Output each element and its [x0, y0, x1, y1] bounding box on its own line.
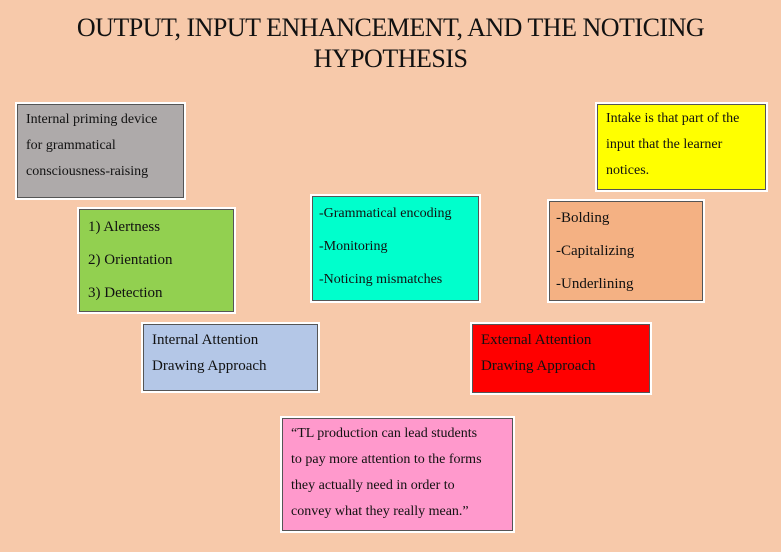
box-line: to pay more attention to the forms	[291, 452, 482, 467]
box-line: -Monitoring	[319, 239, 388, 254]
box-line: notices.	[606, 163, 650, 178]
box-line: External Attention	[481, 332, 592, 348]
box-line: -Grammatical encoding	[319, 206, 452, 221]
box-line: Drawing Approach	[152, 358, 267, 374]
box-line: -Bolding	[556, 210, 610, 226]
box-line: Drawing Approach	[481, 358, 596, 374]
internal-attention-box: Internal Attention Drawing Approach	[141, 322, 320, 393]
box-line: 3) Detection	[88, 285, 163, 301]
box-line: consciousness-raising	[26, 164, 149, 179]
box-line: Internal Attention	[152, 332, 259, 348]
box-line: for grammatical	[26, 138, 116, 153]
box-line: they actually need in order to	[291, 478, 455, 493]
title-line-2: HYPOTHESIS	[313, 44, 468, 73]
external-attention-box: External Attention Drawing Approach	[470, 322, 652, 395]
intake-definition-box: Intake is that part of the input that th…	[595, 102, 768, 192]
box-line: input that the learner	[606, 137, 723, 152]
box-line: Intake is that part of the	[606, 111, 740, 126]
title-line-1: OUTPUT, INPUT ENHANCEMENT, AND THE NOTIC…	[76, 13, 705, 42]
box-line: 1) Alertness	[88, 219, 161, 235]
box-line: “TL production can lead students	[291, 426, 478, 441]
internal-priming-device-box: Internal priming device for grammatical …	[15, 102, 186, 200]
attention-stages-box: 1) Alertness 2) Orientation 3) Detection	[77, 207, 236, 314]
slide-title: OUTPUT, INPUT ENHANCEMENT, AND THE NOTIC…	[0, 12, 781, 74]
quote-box: “TL production can lead students to pay …	[280, 416, 515, 533]
box-line: -Noticing mismatches	[319, 272, 443, 287]
box-line: -Capitalizing	[556, 243, 635, 259]
box-line: convey what they really mean.”	[291, 504, 469, 519]
box-line: 2) Orientation	[88, 252, 173, 268]
box-line: -Underlining	[556, 276, 634, 292]
box-line: Internal priming device	[26, 112, 158, 127]
output-functions-box: -Grammatical encoding -Monitoring -Notic…	[310, 194, 481, 303]
input-enhancement-box: -Bolding -Capitalizing -Underlining	[547, 199, 705, 303]
